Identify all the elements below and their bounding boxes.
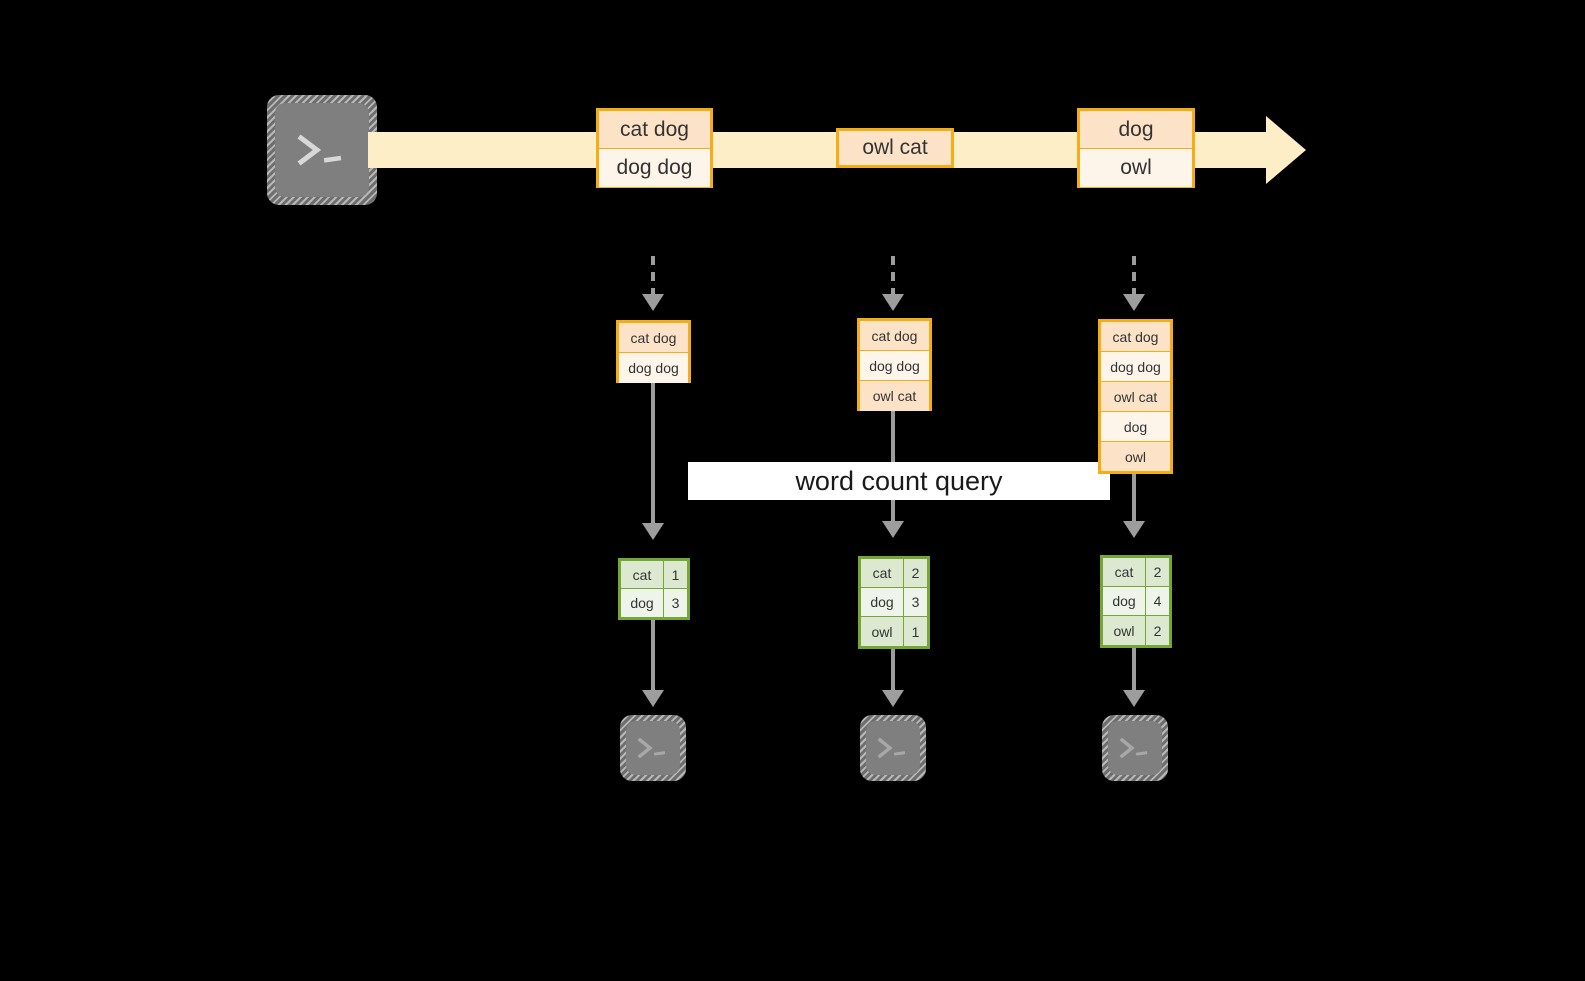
snapshot-1-trigger-arrowhead (642, 294, 664, 311)
snapshot-2-trigger-line (891, 256, 895, 298)
result-row: cat 1 (621, 561, 687, 589)
snapshot-1-input-table: cat dog dog dog (616, 320, 691, 383)
stream-event-batch-1: cat dog dog dog (596, 108, 713, 188)
result-word: dog (1103, 587, 1146, 616)
snapshot-2-result-table: cat 2 dog 3 owl 1 (858, 556, 930, 649)
snapshot-input-line: dog dog (1101, 351, 1170, 381)
result-count: 3 (671, 595, 680, 612)
result-count: 3 (911, 594, 920, 611)
snapshot-2-sink-arrowhead (882, 690, 904, 707)
terminal-prompt-icon (860, 715, 926, 781)
result-row: owl 1 (861, 616, 927, 647)
stream-event-line: owl cat (839, 131, 951, 165)
result-row: dog 4 (1103, 586, 1169, 616)
snapshot-input-line: owl (1101, 441, 1170, 471)
stream-event-line: cat dog (599, 111, 710, 148)
result-row: dog 3 (861, 587, 927, 617)
snapshot-input-line: dog dog (619, 352, 688, 383)
snapshot-1-sink-terminal-icon (620, 715, 686, 781)
snapshot-1-sink-arrowhead (642, 690, 664, 707)
snapshot-input-line: cat dog (619, 323, 688, 352)
snapshot-3-sink-line (1132, 648, 1136, 692)
result-word: cat (1103, 558, 1146, 587)
result-row: cat 2 (1103, 558, 1169, 587)
snapshot-1-query-arrowhead (642, 523, 664, 540)
snapshot-3-query-arrowhead (1123, 521, 1145, 538)
snapshot-1-result-table: cat 1 dog 3 (618, 558, 690, 620)
snapshot-1-sink-line (651, 620, 655, 692)
result-count: 1 (671, 566, 680, 583)
result-word: cat (621, 561, 664, 589)
result-word: owl (861, 617, 904, 647)
result-row: dog 3 (621, 588, 687, 617)
result-word: dog (621, 589, 664, 617)
snapshot-1-query-line (651, 383, 655, 527)
result-word: cat (861, 559, 904, 588)
snapshot-input-line: cat dog (860, 321, 929, 350)
snapshot-input-line: owl cat (1101, 381, 1170, 411)
result-count: 2 (1153, 564, 1162, 580)
result-count: 4 (1153, 593, 1162, 610)
stream-event-line: dog dog (599, 148, 710, 187)
terminal-body (275, 103, 369, 197)
stream-event-line: dog (1080, 111, 1192, 148)
snapshot-2-query-arrowhead (882, 521, 904, 538)
snapshot-input-line: owl cat (860, 380, 929, 411)
result-row: cat 2 (861, 559, 927, 588)
stream-event-batch-2: owl cat (836, 128, 954, 168)
stream-event-line: owl (1080, 148, 1192, 187)
snapshot-2-input-table: cat dog dog dog owl cat (857, 318, 932, 411)
snapshot-3-trigger-line (1132, 256, 1136, 298)
terminal-body (866, 721, 920, 775)
snapshot-3-query-line (1132, 473, 1136, 525)
snapshot-input-line: dog (1101, 411, 1170, 441)
snapshot-3-sink-terminal-icon (1102, 715, 1168, 781)
stream-event-batch-3: dog owl (1077, 108, 1195, 188)
result-count: 2 (1153, 622, 1162, 639)
snapshot-input-line: cat dog (1101, 322, 1170, 351)
result-row: owl 2 (1103, 615, 1169, 646)
snapshot-3-result-table: cat 2 dog 4 owl 2 (1100, 555, 1172, 648)
snapshot-2-trigger-arrowhead (882, 294, 904, 311)
snapshot-3-sink-arrowhead (1123, 690, 1145, 707)
result-word: dog (861, 588, 904, 617)
result-count: 1 (911, 623, 920, 640)
terminal-prompt-icon (620, 715, 686, 781)
snapshot-3-trigger-arrowhead (1123, 294, 1145, 311)
stream-arrow-head (1266, 116, 1306, 184)
terminal-body (626, 721, 680, 775)
terminal-body (1108, 721, 1162, 775)
terminal-prompt-icon (267, 95, 377, 205)
source-terminal-icon (267, 95, 377, 205)
query-banner: word count query (688, 462, 1110, 500)
result-word: owl (1103, 616, 1146, 646)
snapshot-3-input-table: cat dog dog dog owl cat dog owl (1098, 319, 1173, 474)
snapshot-2-sink-terminal-icon (860, 715, 926, 781)
terminal-prompt-icon (1102, 715, 1168, 781)
snapshot-1-trigger-line (651, 256, 655, 298)
snapshot-input-line: dog dog (860, 350, 929, 380)
result-count: 2 (911, 565, 920, 581)
snapshot-2-sink-line (891, 649, 895, 692)
